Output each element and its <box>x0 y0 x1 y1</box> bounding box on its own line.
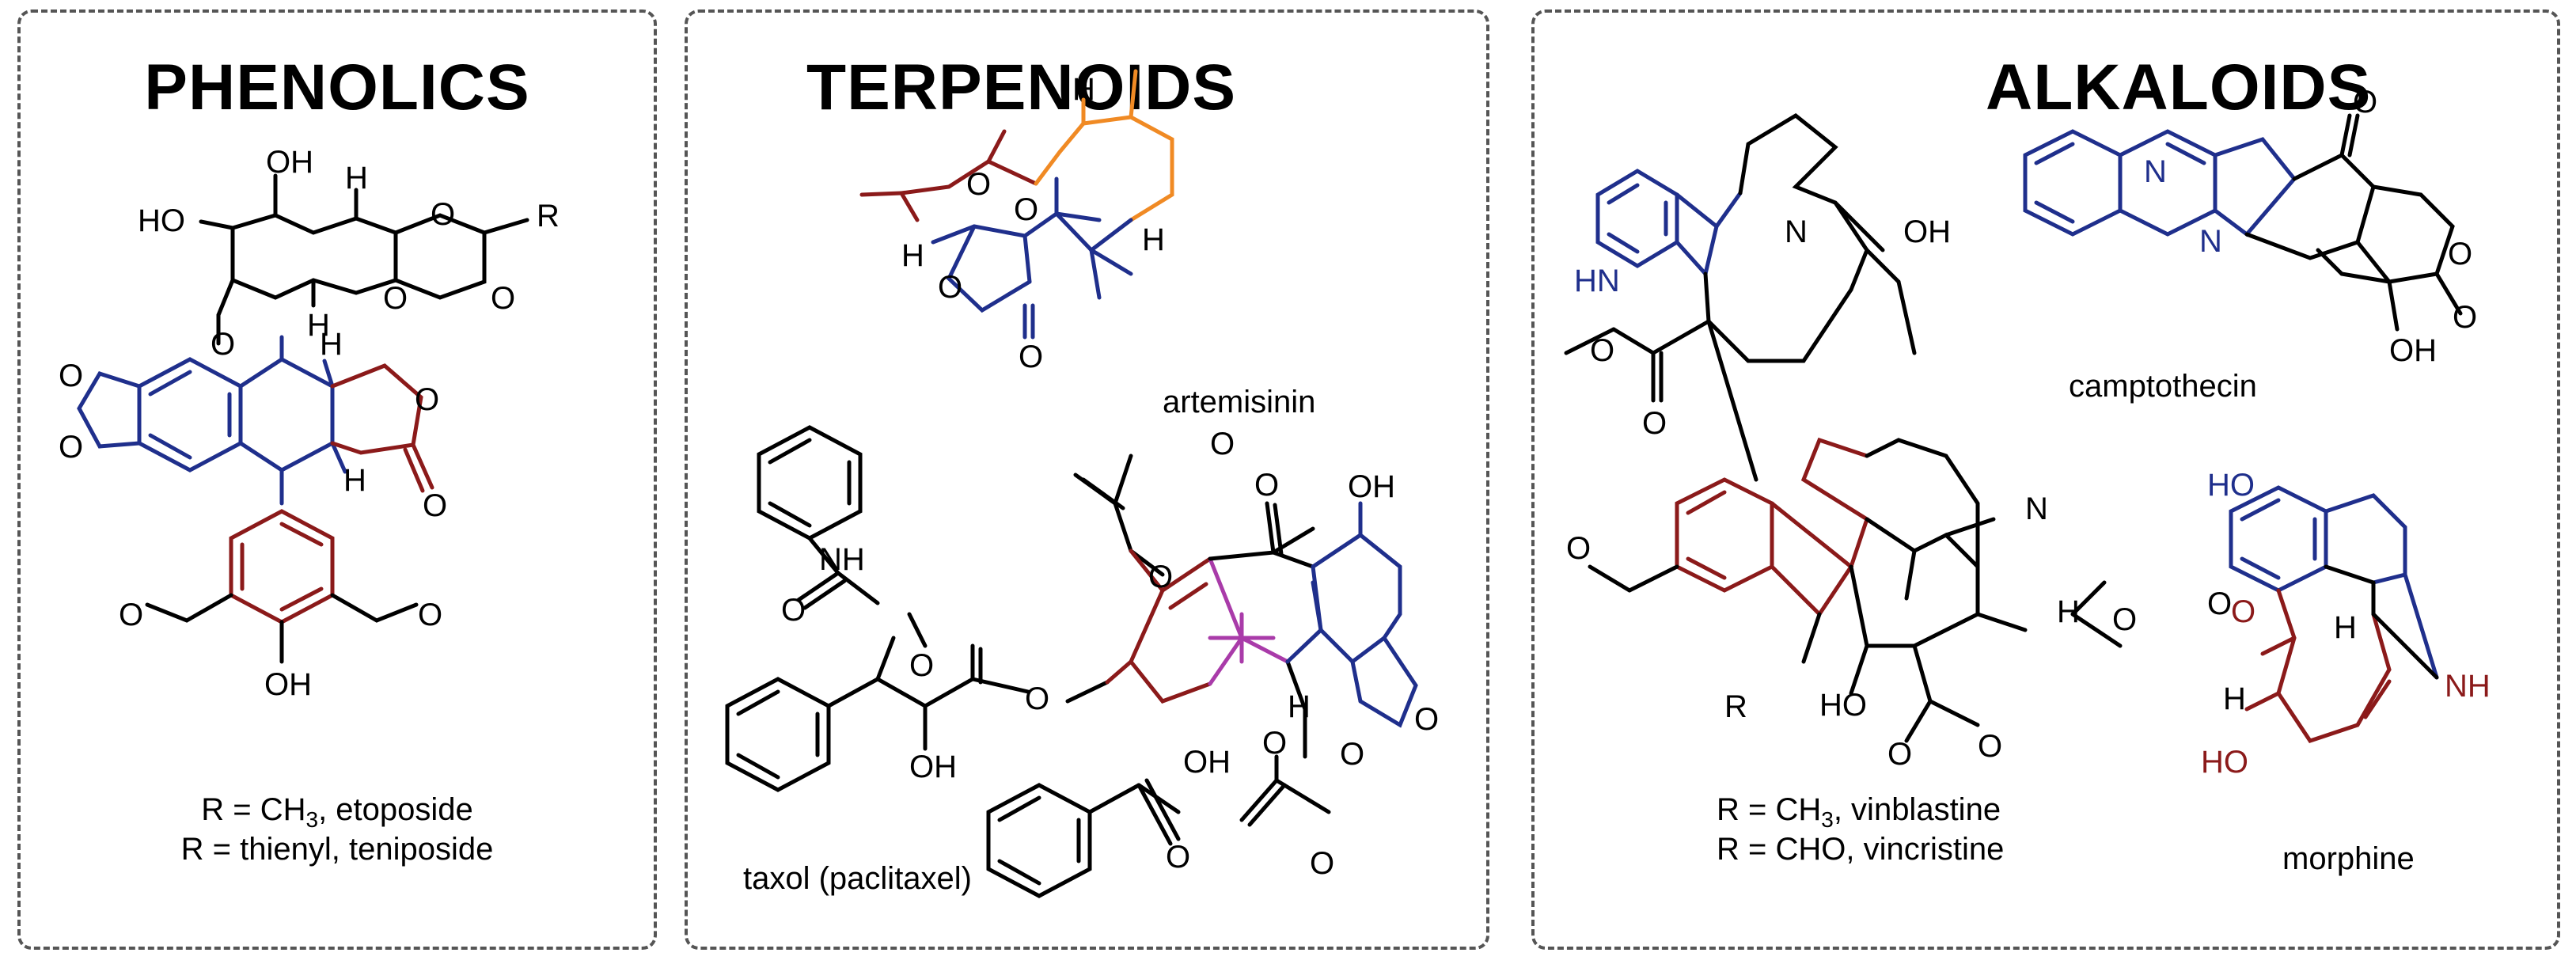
atom-label: O <box>938 270 962 305</box>
atom-label: O <box>2207 586 2232 621</box>
atom-label: O <box>491 281 515 316</box>
atom-label: O <box>2448 237 2472 271</box>
atom-label: HN <box>1574 264 1620 298</box>
atom-label: OH <box>1183 745 1231 780</box>
vincristine-label: R = CHO, vincristine <box>1717 832 2005 867</box>
atom-label: NH <box>2445 669 2491 704</box>
atom-label: O <box>415 382 439 417</box>
terpenoids-panel: TERPENOIDS O O H H <box>685 9 1489 950</box>
atom-label: H <box>307 308 330 343</box>
atom-label: HO <box>2207 468 2255 503</box>
atom-label: OH <box>266 145 313 180</box>
atom-label: O <box>2231 594 2255 629</box>
atom-label: OH <box>909 750 957 784</box>
atom-label: HO <box>2201 745 2248 780</box>
alkaloid-structures: HN N OH O O N O N O OH O O N H O O R HO … <box>1564 85 2491 780</box>
atom-label: R <box>537 199 560 233</box>
teniposide-label: R = thienyl, teniposide <box>180 832 494 867</box>
atom-label: NH <box>819 542 865 577</box>
atom-label: N <box>2025 491 2048 526</box>
atom-label: O <box>1340 737 1364 772</box>
taxol-label: taxol (paclitaxel) <box>743 861 973 896</box>
etoposide-structure: OH HO H R O O O H O H O O O H O O O OH <box>59 145 560 702</box>
atom-label: O <box>1590 333 1614 368</box>
terpenoids-title: TERPENOIDS <box>806 51 1237 123</box>
atom-label: O <box>418 598 442 632</box>
atom-label: O <box>431 197 455 232</box>
atom-label: O <box>1310 846 1334 881</box>
etoposide-label: R = CH3, etoposide <box>201 792 473 832</box>
atom-label: O <box>59 430 83 465</box>
atom-label: N <box>2199 224 2222 259</box>
atom-label: O <box>59 359 83 393</box>
atom-label: O <box>119 598 143 632</box>
atom-label: OH <box>1903 214 1951 249</box>
morphine-label: morphine <box>2282 841 2415 876</box>
camptothecin-label: camptothecin <box>2069 369 2257 404</box>
atom-label: O <box>2353 85 2377 120</box>
atom-label: O <box>1025 681 1049 716</box>
atom-label: H <box>345 161 368 195</box>
atom-label: H <box>1072 72 1095 107</box>
atom-label: O <box>2112 602 2137 637</box>
atom-label: HO <box>138 203 185 238</box>
atom-label: O <box>1887 737 1912 772</box>
atom-label: OH <box>264 667 312 702</box>
atom-label: H <box>343 463 366 498</box>
atom-label: O <box>1254 468 1279 503</box>
atom-label: OH <box>1348 469 1395 504</box>
atom-label: O <box>1148 560 1173 594</box>
alkaloids-title: ALKALOIDS <box>1986 51 2372 123</box>
atom-label: N <box>2144 154 2167 189</box>
atom-label: O <box>1642 406 1667 441</box>
atom-label: H <box>2334 610 2357 645</box>
atom-label: H <box>2223 681 2246 716</box>
atom-label: O <box>781 593 806 628</box>
atom-label: H <box>901 238 924 273</box>
atom-label: O <box>383 281 408 316</box>
atom-label: H <box>1142 222 1165 257</box>
phenolics-title: PHENOLICS <box>144 51 530 123</box>
atom-label: OH <box>2389 333 2437 368</box>
atom-label: O <box>1566 531 1591 566</box>
atom-label: H <box>1288 689 1311 724</box>
vinblastine-label: R = CH3, vinblastine <box>1717 792 2001 832</box>
atom-label: H <box>2057 594 2080 629</box>
atom-label: O <box>909 648 934 683</box>
atom-label: HO <box>1819 688 1867 723</box>
artemisinin-structure: O O H H H O O <box>725 69 1439 898</box>
atom-label: O <box>1014 192 1038 227</box>
artemisinin-label: artemisinin <box>1163 385 1316 419</box>
atom-label: O <box>423 488 447 523</box>
atom-label: H <box>320 327 343 362</box>
atom-label: R <box>1724 689 1747 724</box>
atom-label: O <box>966 167 991 202</box>
atom-label: O <box>2453 300 2477 335</box>
alkaloids-panel: ALKALOIDS <box>1531 9 2560 950</box>
phenolics-panel: PHENOLICS <box>17 9 657 950</box>
atom-label: O <box>211 327 235 362</box>
atom-label: O <box>1414 702 1439 737</box>
atom-label: O <box>1210 427 1235 461</box>
atom-label: O <box>1019 340 1043 374</box>
atom-label: O <box>1262 726 1287 761</box>
atom-label: O <box>1978 729 2002 764</box>
atom-label: O <box>1166 840 1190 875</box>
atom-label: N <box>1785 214 1808 249</box>
